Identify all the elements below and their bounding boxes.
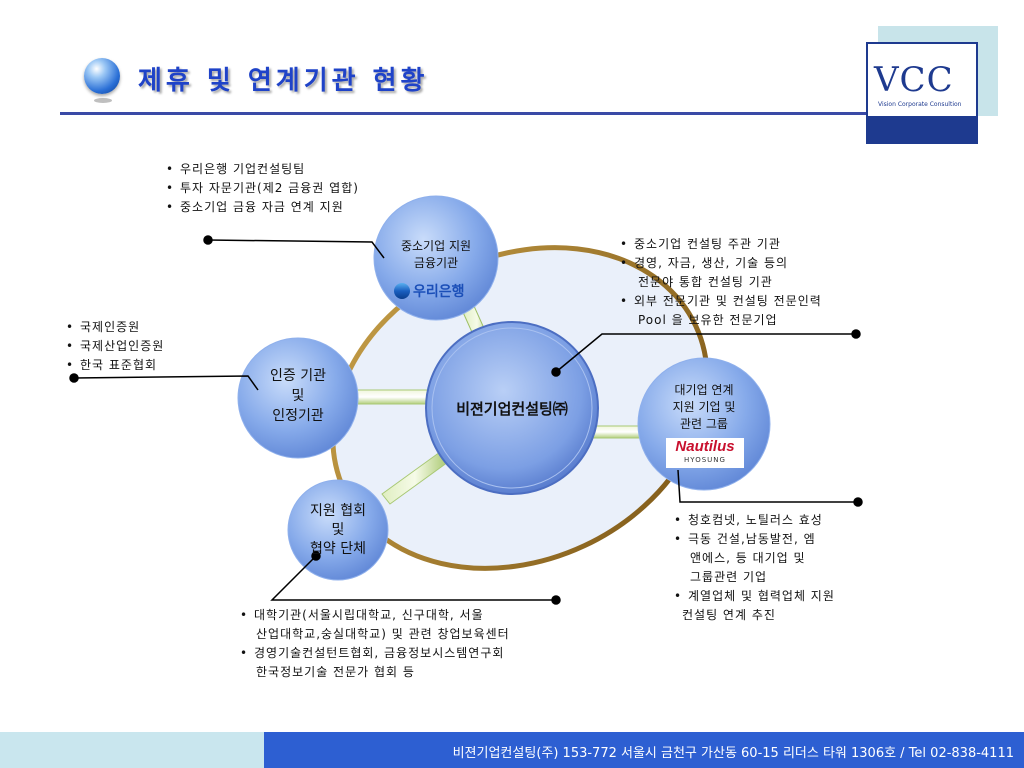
pointer-left (69, 373, 259, 391)
list-item: 우리은행 기업컨설팅팀 (166, 160, 359, 179)
bottom-circle-label: 지원 협회 및 협약 단체 (290, 502, 386, 559)
footer-accent (0, 732, 264, 768)
connector-left (349, 389, 435, 405)
top-notes: 우리은행 기업컨설팅팀 투자 자문기관(제2 금융권 엽합) 중소기업 금융 자… (166, 160, 359, 217)
list-item: 중소기업 금융 자금 연계 지원 (166, 198, 359, 217)
list-item: 국제산업인증원 (66, 337, 164, 356)
right-circle-line1: 대기업 연계 (674, 383, 734, 397)
list-item: 중소기업 컨설팅 주관 기관 (620, 235, 822, 254)
right-circle-line2: 지원 기업 및 (672, 400, 736, 414)
footer-bar (264, 732, 1024, 768)
bottom-circle-line1: 지원 협회 (310, 503, 366, 519)
list-item: 투자 자문기관(제2 금융권 엽합) (166, 179, 359, 198)
left-circle-label: 인증 기관 및 인정기관 (246, 366, 350, 426)
center-circle-label: 비젼기업컨설팅㈜ (456, 400, 568, 418)
center-circle (425, 321, 599, 495)
left-circle-line3: 인정기관 (272, 408, 324, 424)
left-circle (237, 337, 359, 459)
nautilus-logo: Nautilus HYOSUNG (666, 438, 744, 468)
hyosung-logo-text: HYOSUNG (684, 456, 726, 464)
vcc-logo-text: VCC (874, 60, 954, 100)
pointer-bottom (270, 551, 561, 605)
pointer-right (677, 469, 863, 507)
woori-bank-logo: 우리은행 (394, 280, 478, 302)
woori-bank-icon (394, 283, 410, 299)
pointer-top (203, 235, 385, 259)
globe-shadow (94, 98, 112, 103)
top-circle-line1: 중소기업 지원 (400, 239, 472, 253)
vcc-logo-panel (868, 44, 976, 116)
list-item: 한국 표준협회 (66, 356, 164, 375)
top-circle-label: 중소기업 지원 금융기관 (386, 238, 486, 272)
title-divider (60, 112, 866, 115)
pointer-center (551, 329, 861, 377)
left-notes: 국제인증원 국제산업인증원 한국 표준협회 (66, 318, 164, 375)
list-item: 청호컴넷, 노틸러스 효성 (674, 511, 835, 530)
left-circle-line2: 및 (291, 388, 305, 404)
vcc-logo-subtitle: Vision Corporate Consultion (878, 101, 962, 108)
woori-bank-logo-text: 우리은행 (413, 284, 465, 300)
bottom-circle-line2: 및 (331, 522, 345, 538)
bottom-circle-line3: 협약 단체 (310, 541, 366, 557)
nautilus-logo-text: Nautilus (675, 438, 735, 455)
right-circle-line3: 관련 그룹 (680, 417, 728, 431)
left-circle-line1: 인증 기관 (270, 368, 326, 384)
list-item: 국제인증원 (66, 318, 164, 337)
globe-icon (84, 58, 120, 94)
page-title: 제휴 및 연계기관 현황 (138, 66, 429, 96)
footer-address: 비젼기업컨설팅(주) 153-772 서울시 금천구 가산동 60-15 리더스… (452, 746, 1014, 761)
top-circle-line2: 금융기관 (413, 256, 459, 270)
right-circle-label: 대기업 연계 지원 기업 및 관련 그룹 (648, 382, 760, 433)
